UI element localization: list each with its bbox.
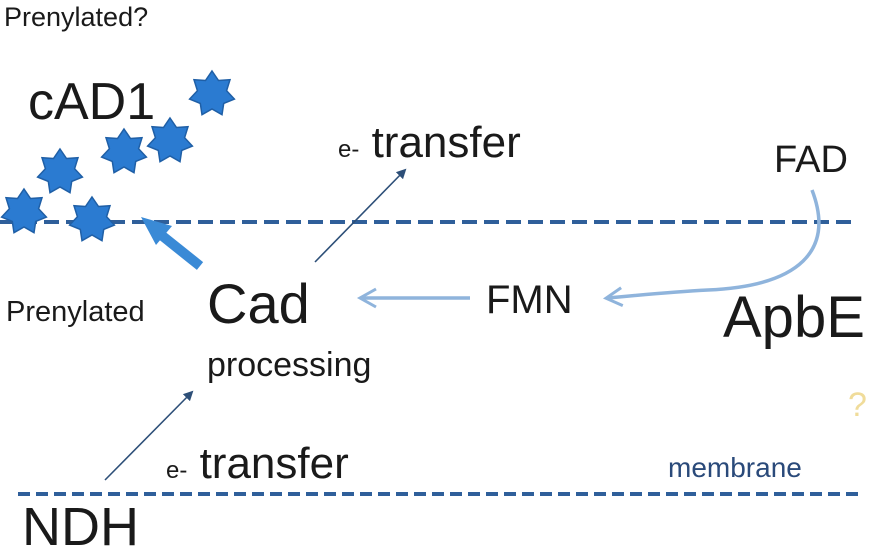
e-transfer-bottom-arrow [104, 390, 194, 481]
prenylated-label: Prenylated [6, 296, 145, 328]
prenylation-arrow-head [141, 217, 172, 245]
e-prefix: e- [166, 457, 188, 484]
apbe-label: ApbE [723, 285, 865, 350]
transfer-word: transfer [199, 439, 349, 488]
question-mark-label: ? [848, 386, 867, 424]
prenylated-question-label: Prenylated? [4, 2, 149, 32]
fad-label: FAD [774, 139, 848, 181]
e-transfer-bottom-label: e- transfer [166, 442, 349, 486]
e-prefix: e- [338, 136, 360, 163]
seven-point-star-icon [36, 147, 84, 194]
seven-point-star-icon [68, 195, 116, 242]
fmn-label: FMN [486, 278, 573, 322]
seven-point-star-icon [0, 187, 48, 234]
processing-label: processing [207, 346, 372, 384]
seven-point-star-icon [146, 116, 194, 163]
cad-label: Cad [207, 272, 310, 335]
cad1-label: cAD1 [28, 73, 156, 131]
seven-point-star-icon [188, 69, 236, 116]
prenylation-arrow [156, 230, 204, 270]
transfer-word: transfer [371, 118, 521, 167]
fad-to-fmn-arrow [602, 189, 821, 308]
cad1-peptide-stars [0, 69, 236, 242]
e-transfer-top-label: e- transfer [338, 121, 521, 165]
e-transfer-top-arrow [314, 168, 407, 263]
ndh-label: NDH [22, 497, 139, 557]
seven-point-star-icon [100, 127, 148, 174]
membrane-label: membrane [668, 452, 802, 483]
